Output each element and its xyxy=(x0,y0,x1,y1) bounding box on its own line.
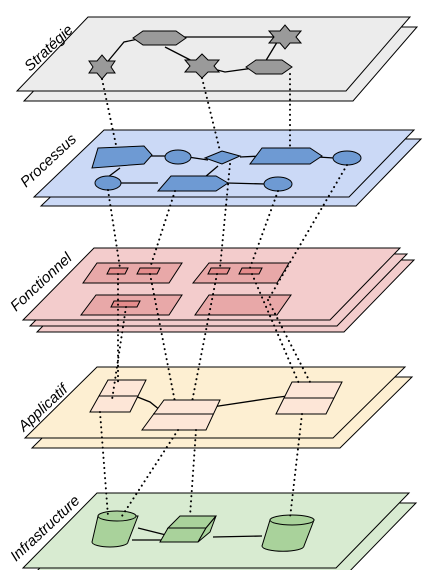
server-side xyxy=(197,515,217,543)
processus-edge xyxy=(226,182,267,185)
cross-layer-link xyxy=(289,413,303,519)
cross-layer-links xyxy=(99,73,348,519)
processus-event-node xyxy=(332,150,362,166)
processus-process-node xyxy=(249,147,323,165)
cross-layer-link xyxy=(189,429,197,517)
strategie-star-node xyxy=(183,53,221,79)
layer-strategie: Stratégie xyxy=(15,16,419,102)
cross-layer-link xyxy=(121,429,179,517)
fonctionnel-subfunction xyxy=(238,267,263,275)
cross-layer-link xyxy=(149,190,176,269)
processus-process-node xyxy=(156,175,229,192)
cross-layer-link xyxy=(267,164,348,301)
processus-event-node xyxy=(94,175,122,191)
fonctionnel-subfunction xyxy=(110,300,141,308)
strategie-hexagon-node xyxy=(245,59,293,75)
cross-layer-link xyxy=(267,299,313,387)
cross-layer-link xyxy=(111,306,127,401)
strategie-star-node xyxy=(267,24,303,50)
infrastructure-server-node xyxy=(159,515,218,543)
strategie-hexagon-node xyxy=(132,30,187,46)
processus-event-node xyxy=(263,176,293,192)
cross-layer-link xyxy=(99,411,109,517)
fonctionnel-block xyxy=(194,294,292,316)
fonctionnel-subfunction xyxy=(106,267,129,275)
fonctionnel-subfunction xyxy=(136,267,161,275)
cross-layer-link xyxy=(251,273,301,387)
layer-fonctionnel: Fonctionnel xyxy=(7,247,416,333)
applicatif-component xyxy=(141,399,221,431)
layer-strategie-plane xyxy=(15,16,412,92)
processus-event-node xyxy=(164,149,192,165)
strategie-star-node xyxy=(88,54,116,80)
fonctionnel-subfunction xyxy=(207,267,231,275)
database-top xyxy=(97,510,137,522)
fonctionnel-block xyxy=(82,262,183,284)
cross-layer-link xyxy=(249,190,279,269)
infrastructure-edge xyxy=(212,535,263,538)
processus-gateway-node xyxy=(203,150,242,165)
database-body xyxy=(261,519,315,552)
database-body xyxy=(91,515,139,548)
processus-process-node xyxy=(91,145,153,169)
cross-layer-link xyxy=(107,189,121,269)
cross-layer-link xyxy=(219,163,231,269)
layer-applicatif: Applicatif xyxy=(14,366,414,449)
layer-processus: Processus xyxy=(17,129,423,207)
layer-infrastructure: Infrastructure xyxy=(7,492,418,570)
processus-edge xyxy=(204,165,219,178)
database-top xyxy=(269,514,315,526)
cross-layer-link xyxy=(101,78,117,146)
processus-edge xyxy=(107,167,121,178)
infrastructure-database-node xyxy=(261,514,315,552)
